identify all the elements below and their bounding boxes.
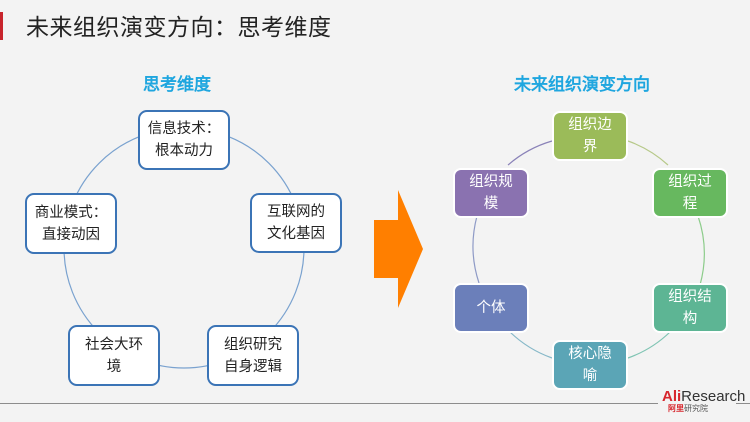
right-node-org-process: 组织过 程 <box>652 168 728 218</box>
left-node-business-model: 商业模式： 直接动因 <box>25 193 117 254</box>
ring-segment <box>509 331 553 359</box>
left-section-title: 思考维度 <box>143 75 211 95</box>
ring-segment <box>627 331 671 359</box>
node-text: 组织过 <box>668 174 712 190</box>
title-accent-bar <box>0 12 3 40</box>
page-title: 未来组织演变方向：思考维度 <box>26 15 332 41</box>
left-node-internet-culture: 互联网的 文化基因 <box>250 193 342 253</box>
node-text: 自身逻辑 <box>224 358 282 375</box>
node-text: 根本动力 <box>155 143 213 159</box>
ring-segment <box>627 140 669 166</box>
node-text: 组织结 <box>668 289 712 305</box>
right-node-org-boundary: 组织边 界 <box>552 111 628 161</box>
node-text: 互联网的 <box>267 204 325 220</box>
ring-segment <box>507 140 553 166</box>
node-text: 组织研究 <box>224 336 282 353</box>
left-node-org-research: 组织研究 自身逻辑 <box>207 325 299 386</box>
ring-segment <box>472 215 480 284</box>
node-text: 核心隐 <box>568 346 612 362</box>
logo-research: Research <box>681 388 746 405</box>
node-text: 文化基因 <box>267 226 325 242</box>
right-node-org-structure: 组织结 构 <box>652 283 728 333</box>
logo-cn-red: 阿里 <box>668 404 684 413</box>
node-text: 直接动因 <box>42 226 100 243</box>
node-text: 构 <box>682 311 698 327</box>
right-node-core-metaphor: 核心隐 喻 <box>552 340 628 390</box>
right-arrow-icon <box>374 190 423 308</box>
footer-divider <box>0 403 658 404</box>
node-text: 组织边 <box>568 117 612 133</box>
right-section-title: 未来组织演变方向 <box>514 75 650 95</box>
node-text: 信息技术： <box>147 121 221 137</box>
node-text: 社会大环 <box>85 336 143 353</box>
aliresearch-logo: AliResearch 阿里研究院 <box>662 389 745 414</box>
node-text: 组织规 <box>469 174 513 190</box>
logo-text: AliResearch <box>662 389 745 404</box>
node-text: 境 <box>106 358 122 375</box>
right-node-individual: 个体 <box>453 283 529 333</box>
logo-cn-text: 研究院 <box>684 404 708 413</box>
node-text: 模 <box>483 196 499 212</box>
logo-cn: 阿里研究院 <box>662 404 745 414</box>
logo-ali: Ali <box>662 388 682 405</box>
node-text: 界 <box>582 139 598 155</box>
footer-divider <box>736 403 750 404</box>
node-text: 个体 <box>476 300 506 316</box>
left-node-info-tech: 信息技术： 根本动力 <box>138 110 230 170</box>
node-text: 程 <box>682 196 698 212</box>
ring-segment <box>697 215 705 286</box>
right-node-org-scale: 组织规 模 <box>453 168 529 218</box>
node-text: 商业模式： <box>34 204 108 221</box>
node-text: 喻 <box>582 368 598 384</box>
left-node-social-environment: 社会大环 境 <box>68 325 160 386</box>
